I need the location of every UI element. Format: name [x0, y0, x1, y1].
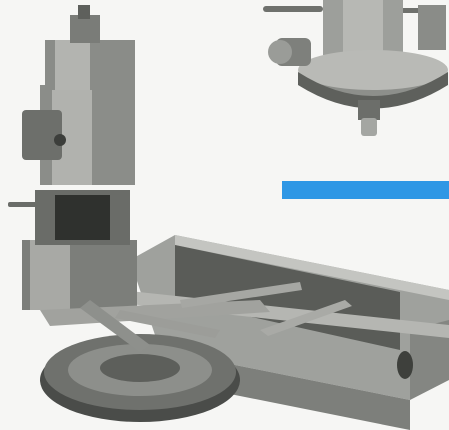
inset-machine-detail	[263, 0, 448, 136]
arm-lever	[115, 282, 302, 338]
inset-photo	[263, 0, 448, 136]
accent-bar	[282, 181, 449, 199]
motor-column	[8, 5, 270, 352]
ring-gear	[40, 334, 240, 422]
